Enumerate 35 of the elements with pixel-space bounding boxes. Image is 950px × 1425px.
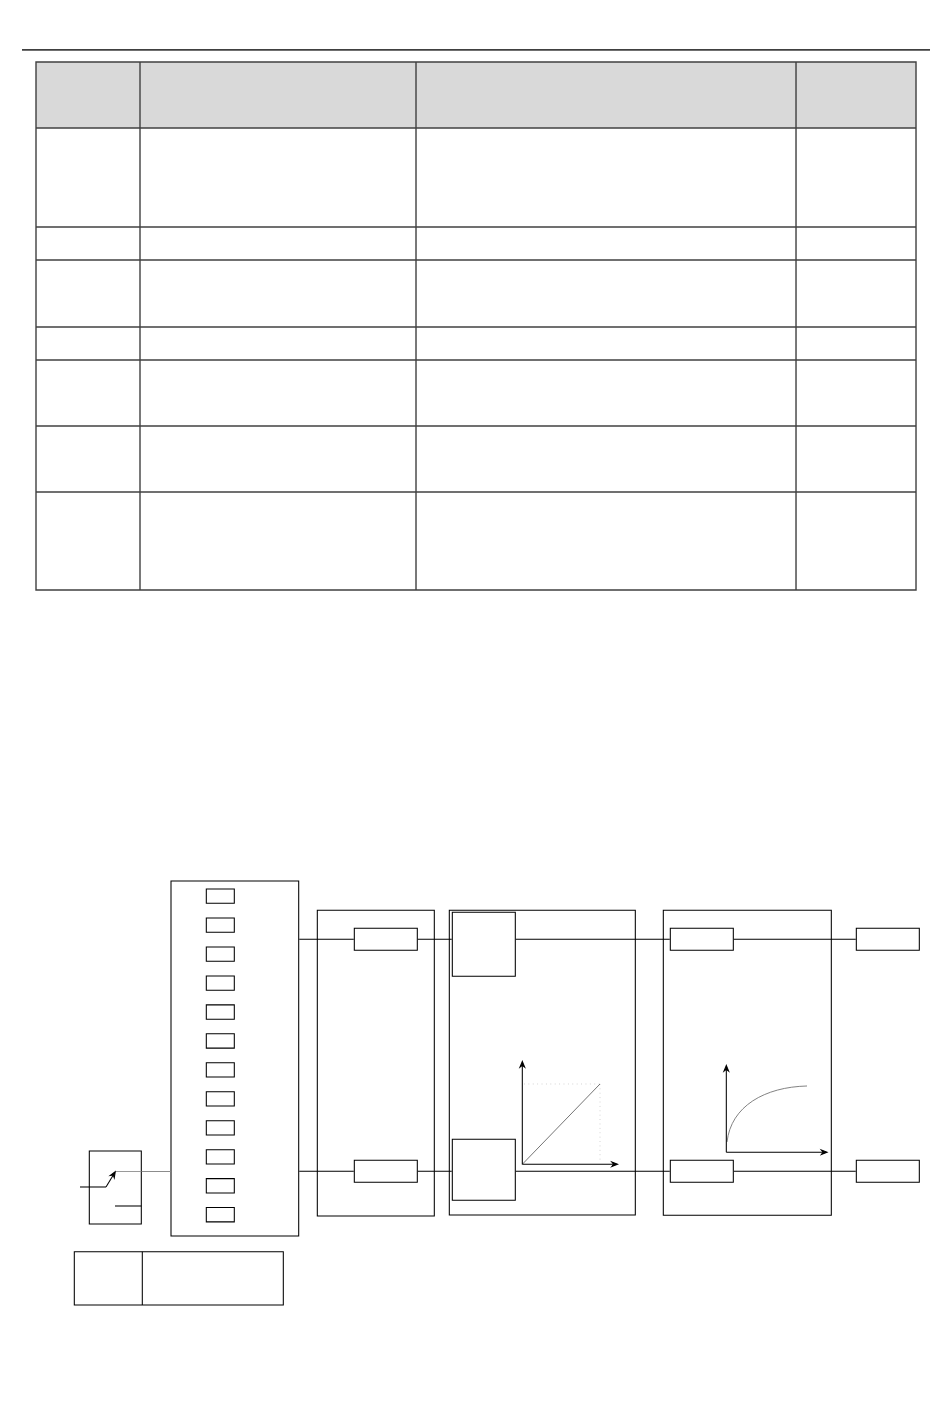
slot-box bbox=[205, 1120, 235, 1136]
connector-line bbox=[298, 1170, 355, 1172]
stage-panel bbox=[448, 909, 636, 1216]
connector-line bbox=[515, 938, 671, 940]
note-box bbox=[73, 1251, 284, 1306]
connector-line bbox=[141, 1170, 171, 1173]
slot-box bbox=[205, 1004, 235, 1020]
connector-line bbox=[515, 1170, 671, 1172]
stage-panel bbox=[662, 909, 832, 1216]
terminal-panel bbox=[170, 880, 300, 1237]
slot-box bbox=[205, 946, 235, 962]
connector-line bbox=[298, 938, 355, 940]
slot-box bbox=[205, 975, 235, 991]
connector-line bbox=[417, 938, 453, 940]
output-block bbox=[855, 1159, 920, 1183]
slot-box bbox=[205, 1091, 235, 1107]
connector-line bbox=[733, 1170, 857, 1172]
slot-box bbox=[205, 1149, 235, 1165]
function-block bbox=[669, 1159, 734, 1183]
slot-box bbox=[205, 1207, 235, 1223]
function-block bbox=[353, 927, 418, 951]
stage-panel bbox=[316, 909, 435, 1217]
connector-line bbox=[417, 1170, 453, 1172]
connector-line bbox=[733, 938, 857, 940]
function-block bbox=[669, 927, 734, 951]
slot-box bbox=[205, 1033, 235, 1049]
switch-box bbox=[88, 1150, 142, 1225]
slot-box bbox=[205, 1062, 235, 1078]
slot-box bbox=[205, 1178, 235, 1194]
function-block bbox=[451, 1138, 516, 1201]
slot-box bbox=[205, 888, 235, 904]
output-block bbox=[855, 927, 920, 951]
slot-box bbox=[205, 917, 235, 933]
function-block bbox=[353, 1159, 418, 1183]
function-block bbox=[451, 911, 516, 977]
